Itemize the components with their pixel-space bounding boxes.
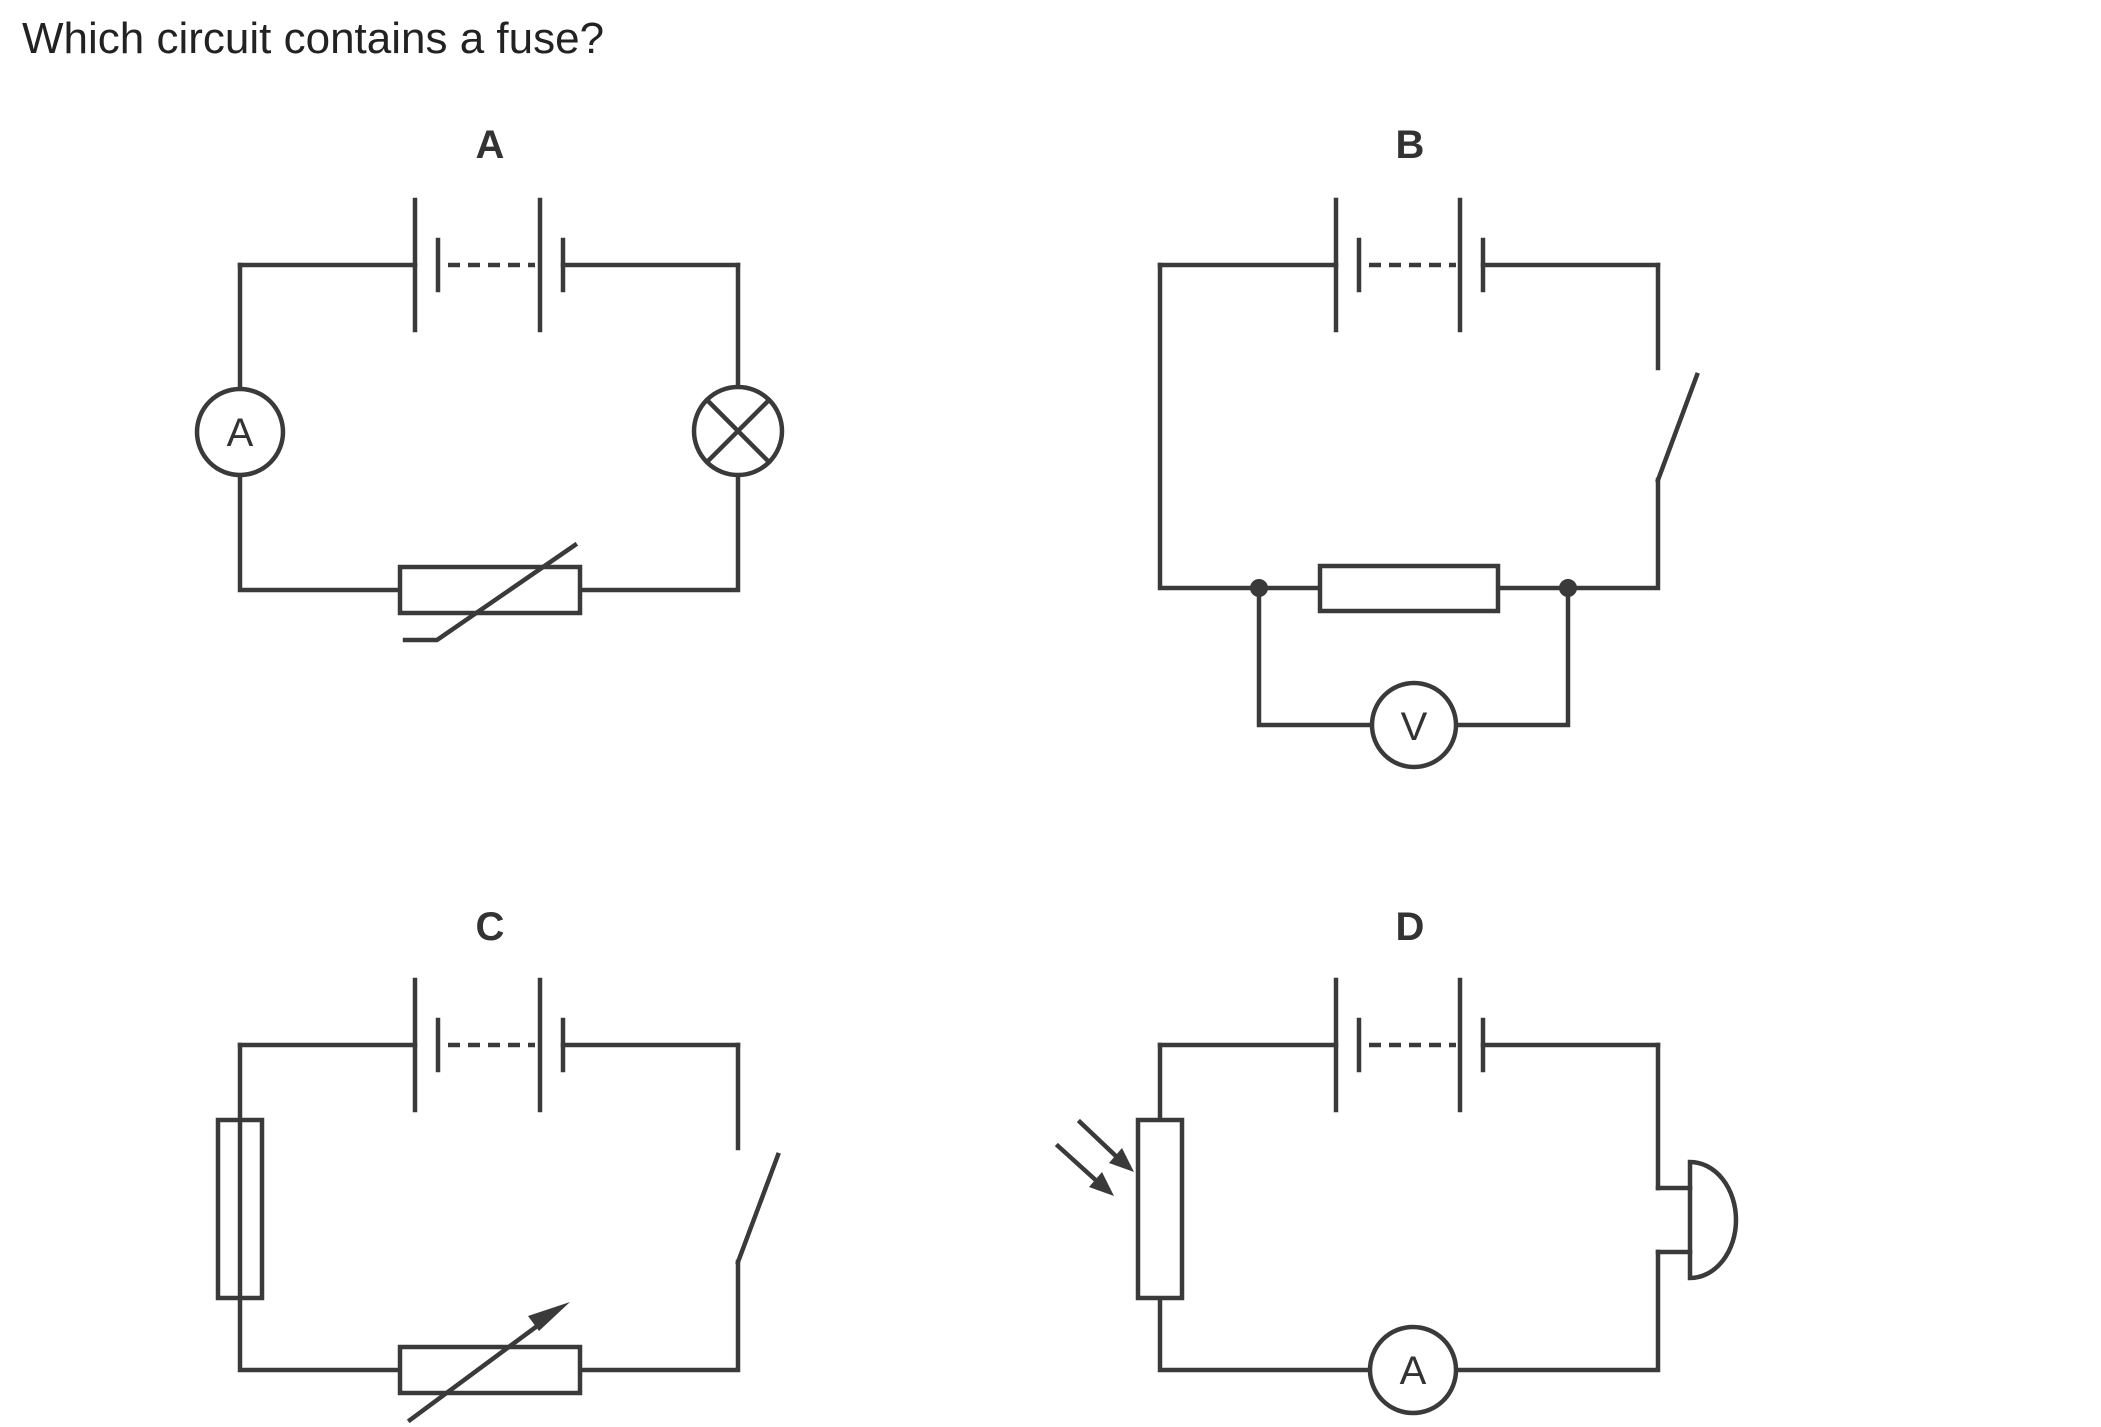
circuit-c: C: [215, 905, 781, 1424]
resistor-icon: [1317, 563, 1501, 614]
circuit-b: B V: [1157, 123, 1700, 770]
circuit-b-label: B: [1396, 123, 1425, 167]
battery-icon: [237, 977, 741, 1113]
open-switch-icon: [735, 1152, 781, 1265]
battery-icon: [1157, 977, 1661, 1113]
circuit-a: A A: [194, 123, 785, 643]
circuit-d: D A: [1054, 905, 1739, 1416]
ammeter-icon: A: [1367, 1324, 1459, 1416]
battery-icon: [1157, 197, 1661, 333]
circuit-a-label: A: [476, 123, 505, 167]
voltmeter-symbol: V: [1401, 705, 1428, 749]
lamp-icon: [691, 384, 785, 478]
thermistor-icon: [397, 541, 583, 643]
voltmeter-icon: V: [1369, 680, 1459, 770]
buzzer-icon: [1655, 1159, 1739, 1281]
ammeter-icon: A: [194, 386, 286, 478]
battery-icon: [237, 197, 741, 333]
fuse-icon: [215, 1117, 265, 1301]
variable-resistor-icon: [397, 1302, 583, 1424]
ammeter-a-symbol: A: [227, 411, 254, 455]
question-text: Which circuit contains a fuse?: [22, 14, 605, 63]
circuit-d-label: D: [1396, 905, 1425, 949]
ammeter-d-symbol: A: [1400, 1349, 1427, 1393]
circuit-c-label: C: [476, 905, 505, 949]
ldr-icon: [1054, 1117, 1185, 1301]
open-switch-icon: [1655, 372, 1700, 483]
